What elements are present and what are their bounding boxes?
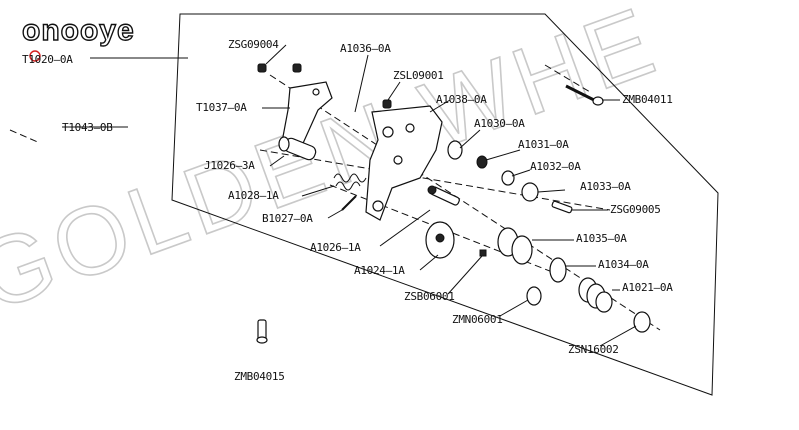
label-zsg09004: ZSG09004 xyxy=(228,38,279,51)
label-zsb06001: ZSB06001 xyxy=(404,290,455,303)
cone-a1021 xyxy=(578,277,613,313)
screw-zsg09004 xyxy=(257,63,302,73)
label-zsn16002: ZSN16002 xyxy=(568,343,619,356)
brand-logo: onooye xyxy=(22,14,135,47)
gear-zmn06001 xyxy=(526,286,542,306)
nut-a1032 xyxy=(501,170,515,186)
bushing-a1030 xyxy=(447,140,463,160)
bracket-t1037 xyxy=(281,81,333,151)
label-a1030-0a: A1030–0A xyxy=(474,117,525,130)
assembly-frame xyxy=(171,13,719,396)
spring-a1028 xyxy=(333,173,367,191)
washer-a1031 xyxy=(476,155,488,169)
screw-zsb06001 xyxy=(479,249,487,257)
label-zmb04015: ZMB04015 xyxy=(234,370,285,383)
axis-zmb04011 xyxy=(544,64,591,93)
label-t1043-0b: T1043–0B xyxy=(62,121,113,134)
label-a1034-0a: A1034–0A xyxy=(598,258,649,271)
gear-a1034 xyxy=(549,257,567,283)
label-a1026-1a: A1026–1A xyxy=(310,241,361,254)
cam-a1024 xyxy=(425,221,455,259)
shaft-j1026 xyxy=(278,136,317,161)
label-a1038-0a: A1038–0A xyxy=(436,93,487,106)
gear-zsn16002 xyxy=(633,311,651,333)
label-a1028-1a: A1028–1A xyxy=(228,189,279,202)
label-zsl09001: ZSL09001 xyxy=(393,69,444,82)
screw-zsl09001 xyxy=(382,99,392,109)
upper-axis xyxy=(259,149,611,211)
screw-zsg09005 xyxy=(551,200,573,214)
red-circle-marker xyxy=(29,50,41,62)
label-t1020-0a: T1020–0A xyxy=(22,53,73,66)
label-a1036-0a: A1036–0A xyxy=(340,42,391,55)
axis-t1043 xyxy=(9,129,41,144)
label-a1024-1a: A1024–1A xyxy=(354,264,405,277)
label-a1033-0a: A1033–0A xyxy=(580,180,631,193)
label-b1027-0a: B1027–0A xyxy=(262,212,313,225)
label-a1035-0a: A1035–0A xyxy=(576,232,627,245)
bolt-zmb04011 xyxy=(565,84,604,106)
label-j1026-3a: J1026–3A xyxy=(204,159,255,172)
label-a1021-0a: A1021–0A xyxy=(622,281,673,294)
screw-a1026 xyxy=(427,185,460,206)
pin-b1027 xyxy=(341,195,357,211)
label-zmn06001: ZMN06001 xyxy=(452,313,503,326)
gear-a1035 xyxy=(497,227,533,265)
spacer-a1033 xyxy=(521,182,539,202)
label-zsg09005: ZSG09005 xyxy=(610,203,661,216)
screw-zmb04015 xyxy=(256,319,268,344)
label-zmb04011: ZMB04011 xyxy=(622,93,673,106)
label-a1031-0a: A1031–0A xyxy=(518,138,569,151)
label-t1037-0a: T1037–0A xyxy=(196,101,247,114)
label-a1032-0a: A1032–0A xyxy=(530,160,581,173)
